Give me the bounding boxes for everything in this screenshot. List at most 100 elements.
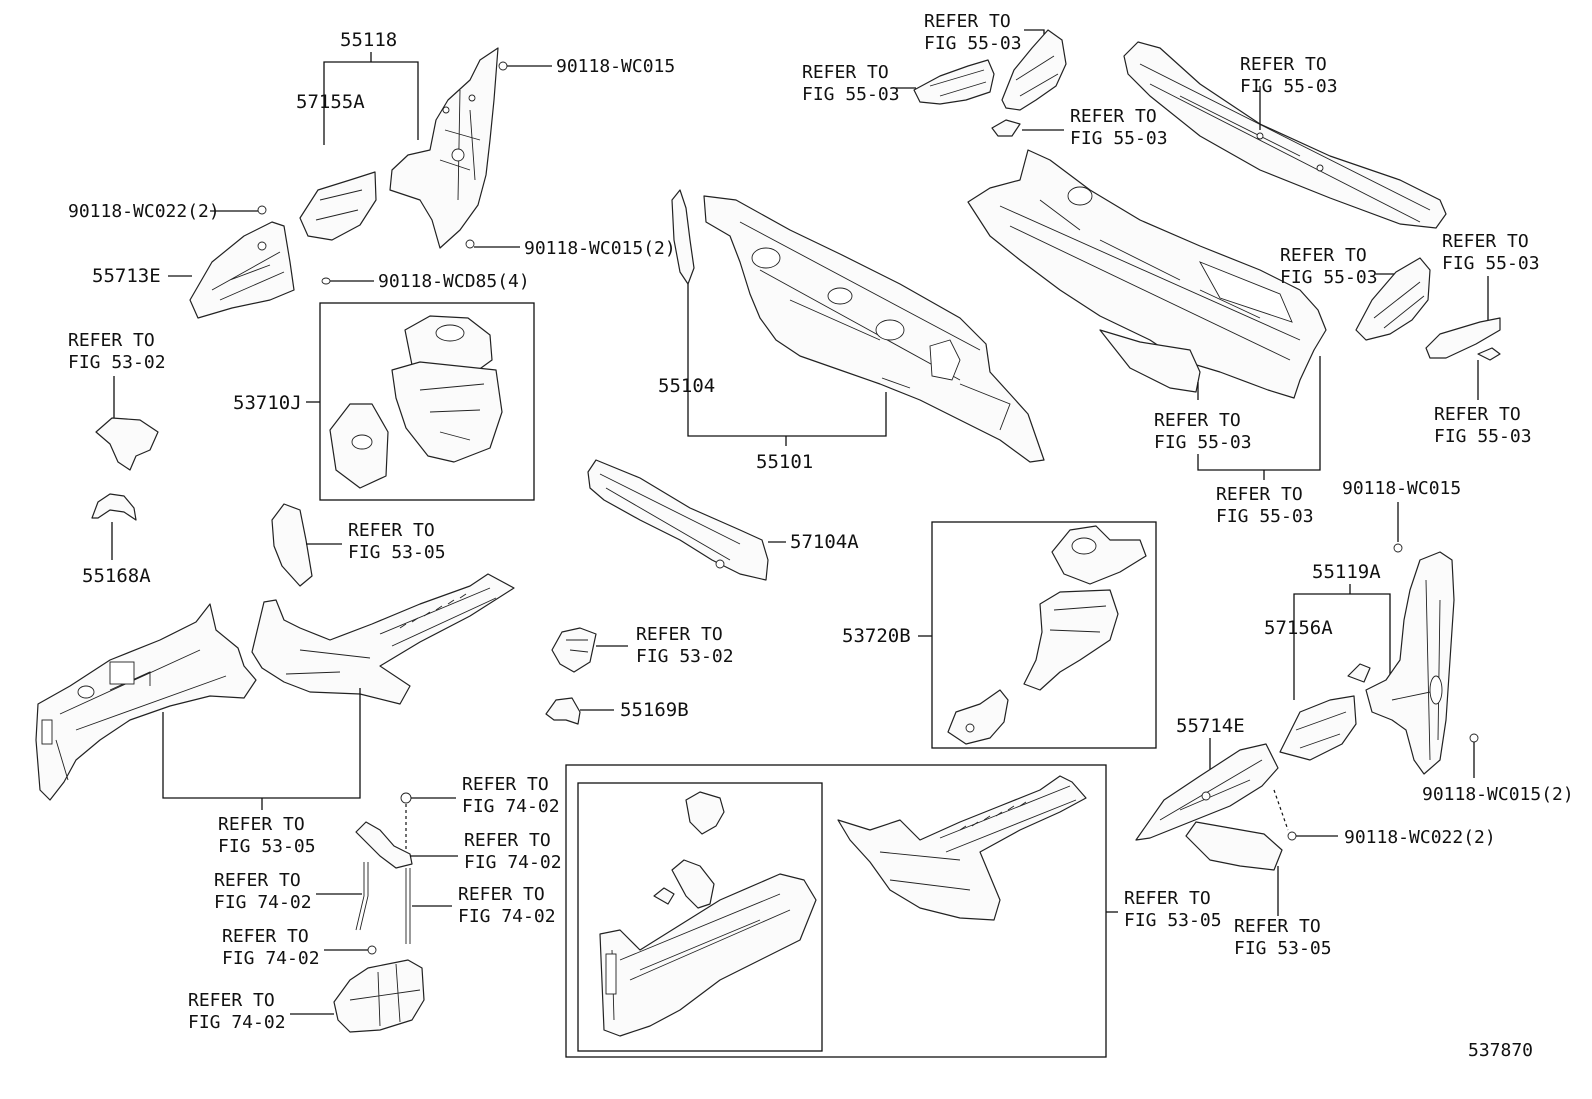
part-label-53720B: 53720B bbox=[842, 625, 911, 647]
bolt-label-90118-wc022-left: 90118-WC022(2) bbox=[68, 201, 220, 222]
side-member-rear-sketch bbox=[251, 573, 515, 705]
refer-r07-line2: FIG 55-03 bbox=[1280, 267, 1378, 288]
part-label-55101: 55101 bbox=[756, 451, 813, 473]
part-57156A-sketch bbox=[1279, 695, 1357, 761]
nut-icon bbox=[367, 945, 377, 955]
refer-r15-line2: FIG 74-02 bbox=[464, 852, 562, 873]
part-53720B-box bbox=[931, 521, 1157, 749]
part-label-55169B: 55169B bbox=[620, 699, 689, 721]
refer-r18-line2: FIG 74-02 bbox=[222, 948, 320, 969]
refer-r12-line1: REFER TO bbox=[636, 624, 723, 645]
refer-r03-line1: REFER TO bbox=[1070, 106, 1157, 127]
refer-r11-line1: REFER TO bbox=[348, 520, 435, 541]
refer-r20-line2: FIG 53-05 bbox=[1124, 910, 1222, 931]
refer-r13-line1: REFER TO bbox=[218, 814, 305, 835]
bracket-sketch bbox=[95, 417, 159, 471]
refer-r06-line1: REFER TO bbox=[1216, 484, 1303, 505]
refer-r10-line1: REFER TO bbox=[68, 330, 155, 351]
cowl-panel-sketch bbox=[967, 149, 1327, 399]
part-label-57104A: 57104A bbox=[790, 531, 859, 553]
refer-r08-line1: REFER TO bbox=[1442, 231, 1529, 252]
refer-r14-line2: FIG 74-02 bbox=[462, 796, 560, 817]
refer-r07-line1: REFER TO bbox=[1280, 245, 1367, 266]
refer-r18-line1: REFER TO bbox=[222, 926, 309, 947]
refer-r14-line1: REFER TO bbox=[462, 774, 549, 795]
cowl-panel-group: REFER TO FIG 55-03 REFER TO FIG 55-03 bbox=[967, 149, 1327, 527]
refer-r05-line2: FIG 55-03 bbox=[1154, 432, 1252, 453]
refer-r08-line2: FIG 55-03 bbox=[1442, 253, 1540, 274]
top-cowl-brackets-group: REFER TO FIG 55-03 REFER TO FIG 55-03 RE… bbox=[802, 11, 1168, 149]
refer-r19-line2: FIG 74-02 bbox=[188, 1012, 286, 1033]
refer-r01-line2: FIG 55-03 bbox=[924, 33, 1022, 54]
dash-side-panel-right-group: 90118-WC015 55119A 57156A 90118-WC015(2)… bbox=[1135, 478, 1574, 959]
bolt-icon bbox=[1287, 831, 1297, 841]
front-side-member-box-group: REFER TO FIG 53-05 bbox=[565, 764, 1222, 1058]
refer-r13-line2: FIG 53-05 bbox=[218, 836, 316, 857]
refer-r16-line2: FIG 74-02 bbox=[214, 892, 312, 913]
dash-side-panel-left-group: 55118 57155A 90118-WC015 90118-WC022(2) … bbox=[68, 29, 676, 319]
bolt-icon bbox=[498, 61, 508, 71]
center-small-parts-group: REFER TO FIG 53-02 55169B bbox=[545, 624, 734, 725]
bolt-label-90118-wc015-2-left: 90118-WC015(2) bbox=[524, 238, 676, 259]
refer-r09-line1: REFER TO bbox=[1434, 404, 1521, 425]
part-55169B-sketch bbox=[545, 697, 581, 725]
part-55118-sketch bbox=[389, 47, 499, 249]
refer-r06-line2: FIG 55-03 bbox=[1216, 506, 1314, 527]
refer-r02-line1: REFER TO bbox=[802, 62, 889, 83]
refer-r12-line2: FIG 53-02 bbox=[636, 646, 734, 667]
refer-r01-line1: REFER TO bbox=[924, 11, 1011, 32]
part-57155A-sketch bbox=[299, 171, 377, 241]
refer-r16-line1: REFER TO bbox=[214, 870, 301, 891]
part-label-53710J: 53710J bbox=[233, 392, 302, 414]
part-label-55104: 55104 bbox=[658, 375, 715, 397]
refer-r04-line2: FIG 55-03 bbox=[1240, 76, 1338, 97]
clip-icon bbox=[321, 277, 331, 285]
bracket-74-02-sketch bbox=[355, 821, 413, 869]
bolt-icon bbox=[465, 239, 475, 249]
side-member-left-sketch bbox=[35, 603, 257, 801]
part-label-55714E: 55714E bbox=[1176, 715, 1245, 737]
part-55101-sketch bbox=[703, 195, 1045, 463]
part-53710J-group: 53710J bbox=[233, 302, 535, 501]
bolt-icon bbox=[1393, 543, 1403, 553]
part-55713E-sketch bbox=[189, 221, 295, 319]
part-label-55118: 55118 bbox=[340, 29, 397, 51]
left-small-parts-group: REFER TO FIG 53-02 55168A REFER TO FIG 5… bbox=[68, 330, 446, 587]
bracket-53-05-sketch bbox=[271, 503, 313, 587]
refer-r17-line2: FIG 74-02 bbox=[458, 906, 556, 927]
refer-r10-line2: FIG 53-02 bbox=[68, 352, 166, 373]
front-side-member-inner-box bbox=[577, 782, 823, 1052]
bolt-label-90118-wc015-2-right: 90118-WC015(2) bbox=[1422, 784, 1574, 805]
figure-number: 537870 bbox=[1468, 1040, 1533, 1061]
part-55168A-sketch bbox=[91, 493, 137, 521]
left-side-member-group: REFER TO FIG 53-05 bbox=[35, 573, 515, 857]
bolt-label-90118-wc015-right: 90118-WC015 bbox=[1342, 478, 1461, 499]
nut-icon bbox=[400, 792, 412, 804]
front-side-member-outer-box bbox=[565, 764, 1107, 1058]
part-57104A-group: 57104A bbox=[587, 459, 859, 581]
part-label-55119A: 55119A bbox=[1312, 561, 1381, 583]
refer-r17-line1: REFER TO bbox=[458, 884, 545, 905]
refer-r19-line1: REFER TO bbox=[188, 990, 275, 1011]
refer-r03-line2: FIG 55-03 bbox=[1070, 128, 1168, 149]
refer-r20-line1: REFER TO bbox=[1124, 888, 1211, 909]
bolt-icon bbox=[1469, 733, 1479, 743]
cowl-top-panel-sketch bbox=[1123, 41, 1447, 229]
refer-r21-line1: REFER TO bbox=[1234, 916, 1321, 937]
refer-r05-line1: REFER TO bbox=[1154, 410, 1241, 431]
part-55119A-sketch bbox=[1365, 551, 1455, 775]
dash-panel-group: 55104 55101 bbox=[658, 189, 1045, 473]
part-label-57155A: 57155A bbox=[296, 91, 365, 113]
refer-r09-line2: FIG 55-03 bbox=[1434, 426, 1532, 447]
part-label-57156A: 57156A bbox=[1264, 617, 1333, 639]
cowl-top-panel-group: REFER TO FIG 55-03 bbox=[1123, 41, 1447, 229]
refer-r15-line1: REFER TO bbox=[464, 830, 551, 851]
left-bottom-group: REFER TO FIG 74-02 REFER TO FIG 74-02 RE… bbox=[188, 774, 562, 1033]
part-53720B-group: 53720B bbox=[842, 521, 1157, 749]
refer-r02-line2: FIG 55-03 bbox=[802, 84, 900, 105]
bolt-icon bbox=[257, 205, 267, 215]
part-label-55713E: 55713E bbox=[92, 265, 161, 287]
bolt-label-90118-wc015-top: 90118-WC015 bbox=[556, 56, 675, 77]
part-label-55168A: 55168A bbox=[82, 565, 151, 587]
